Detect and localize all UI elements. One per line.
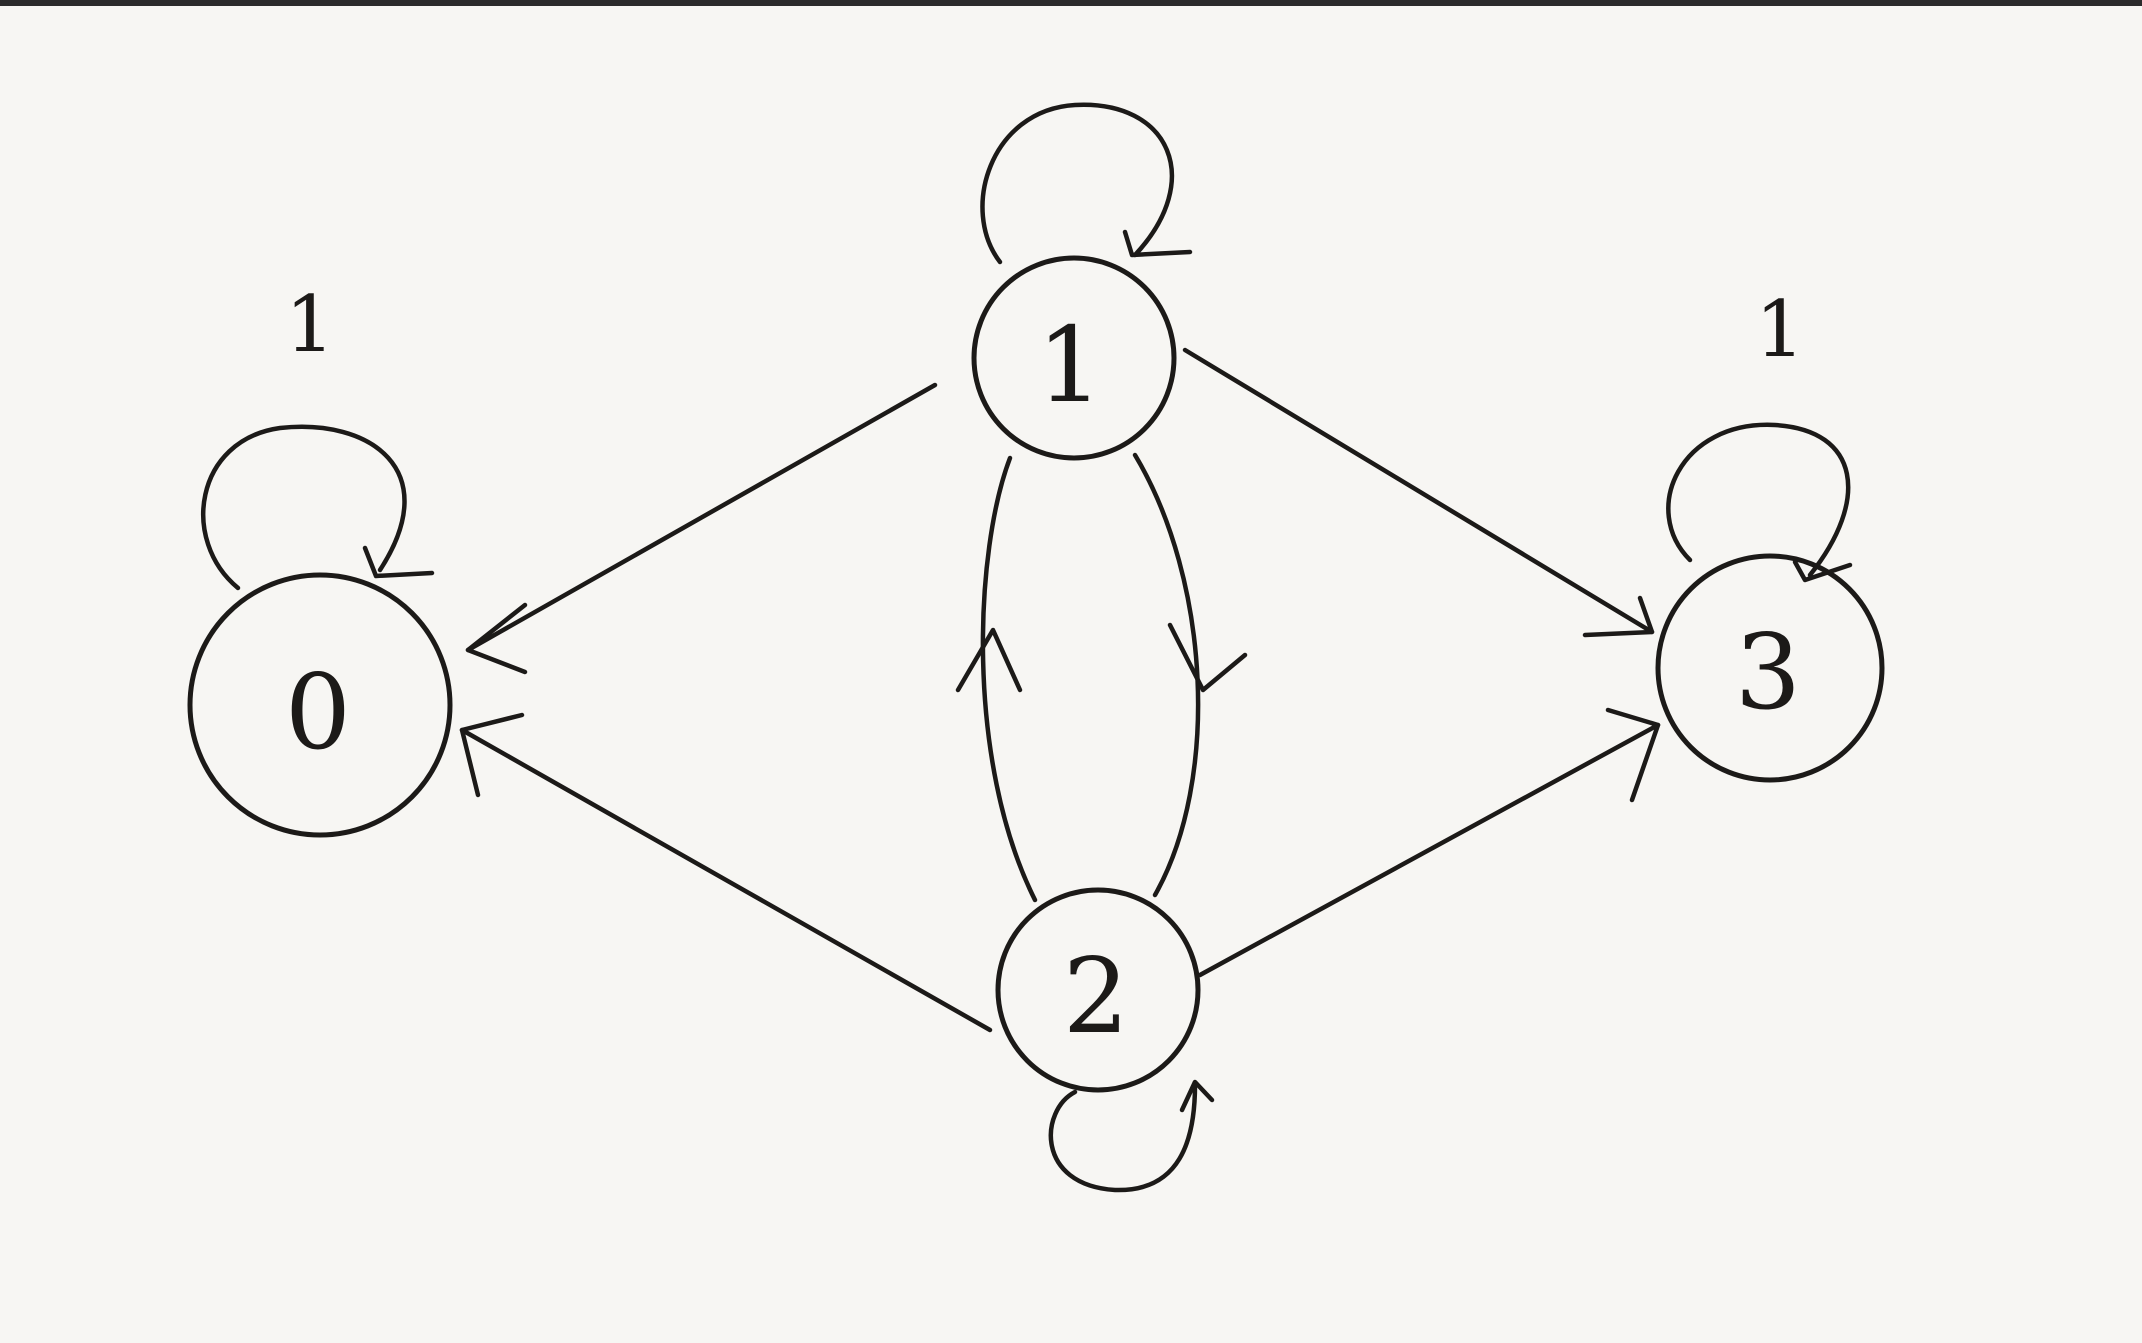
node-0-label: 0 [285, 651, 351, 773]
node-2: 2 [995, 887, 1201, 1093]
self-loop-3: 1 [1666, 285, 1853, 583]
self-loop-2 [1048, 1079, 1215, 1193]
node-3: 3 [1655, 553, 1885, 783]
node-2-label: 2 [1063, 935, 1129, 1057]
node-0-circle [187, 572, 453, 838]
self-loop-1 [980, 102, 1193, 265]
self-loop-0: 1 [201, 280, 435, 591]
node-1-circle [971, 255, 1177, 461]
edge-2-to-1 [955, 455, 1038, 903]
self-loop-0-label: 1 [285, 280, 335, 370]
edge-1-to-2 [1132, 452, 1248, 898]
edge-2-to-3 [1197, 707, 1661, 978]
node-3-circle [1655, 553, 1885, 783]
self-loop-3-label: 1 [1755, 285, 1805, 375]
edge-2-to-0 [459, 712, 993, 1033]
photo-top-edge [0, 0, 2142, 6]
edge-1-to-0 [465, 382, 938, 675]
node-2-circle [995, 887, 1201, 1093]
node-1: 1 [971, 255, 1177, 461]
node-1-label: 1 [1037, 304, 1103, 426]
edge-1-to-3 [1182, 347, 1655, 638]
node-0: 0 [187, 572, 453, 838]
node-3-label: 3 [1735, 611, 1801, 733]
